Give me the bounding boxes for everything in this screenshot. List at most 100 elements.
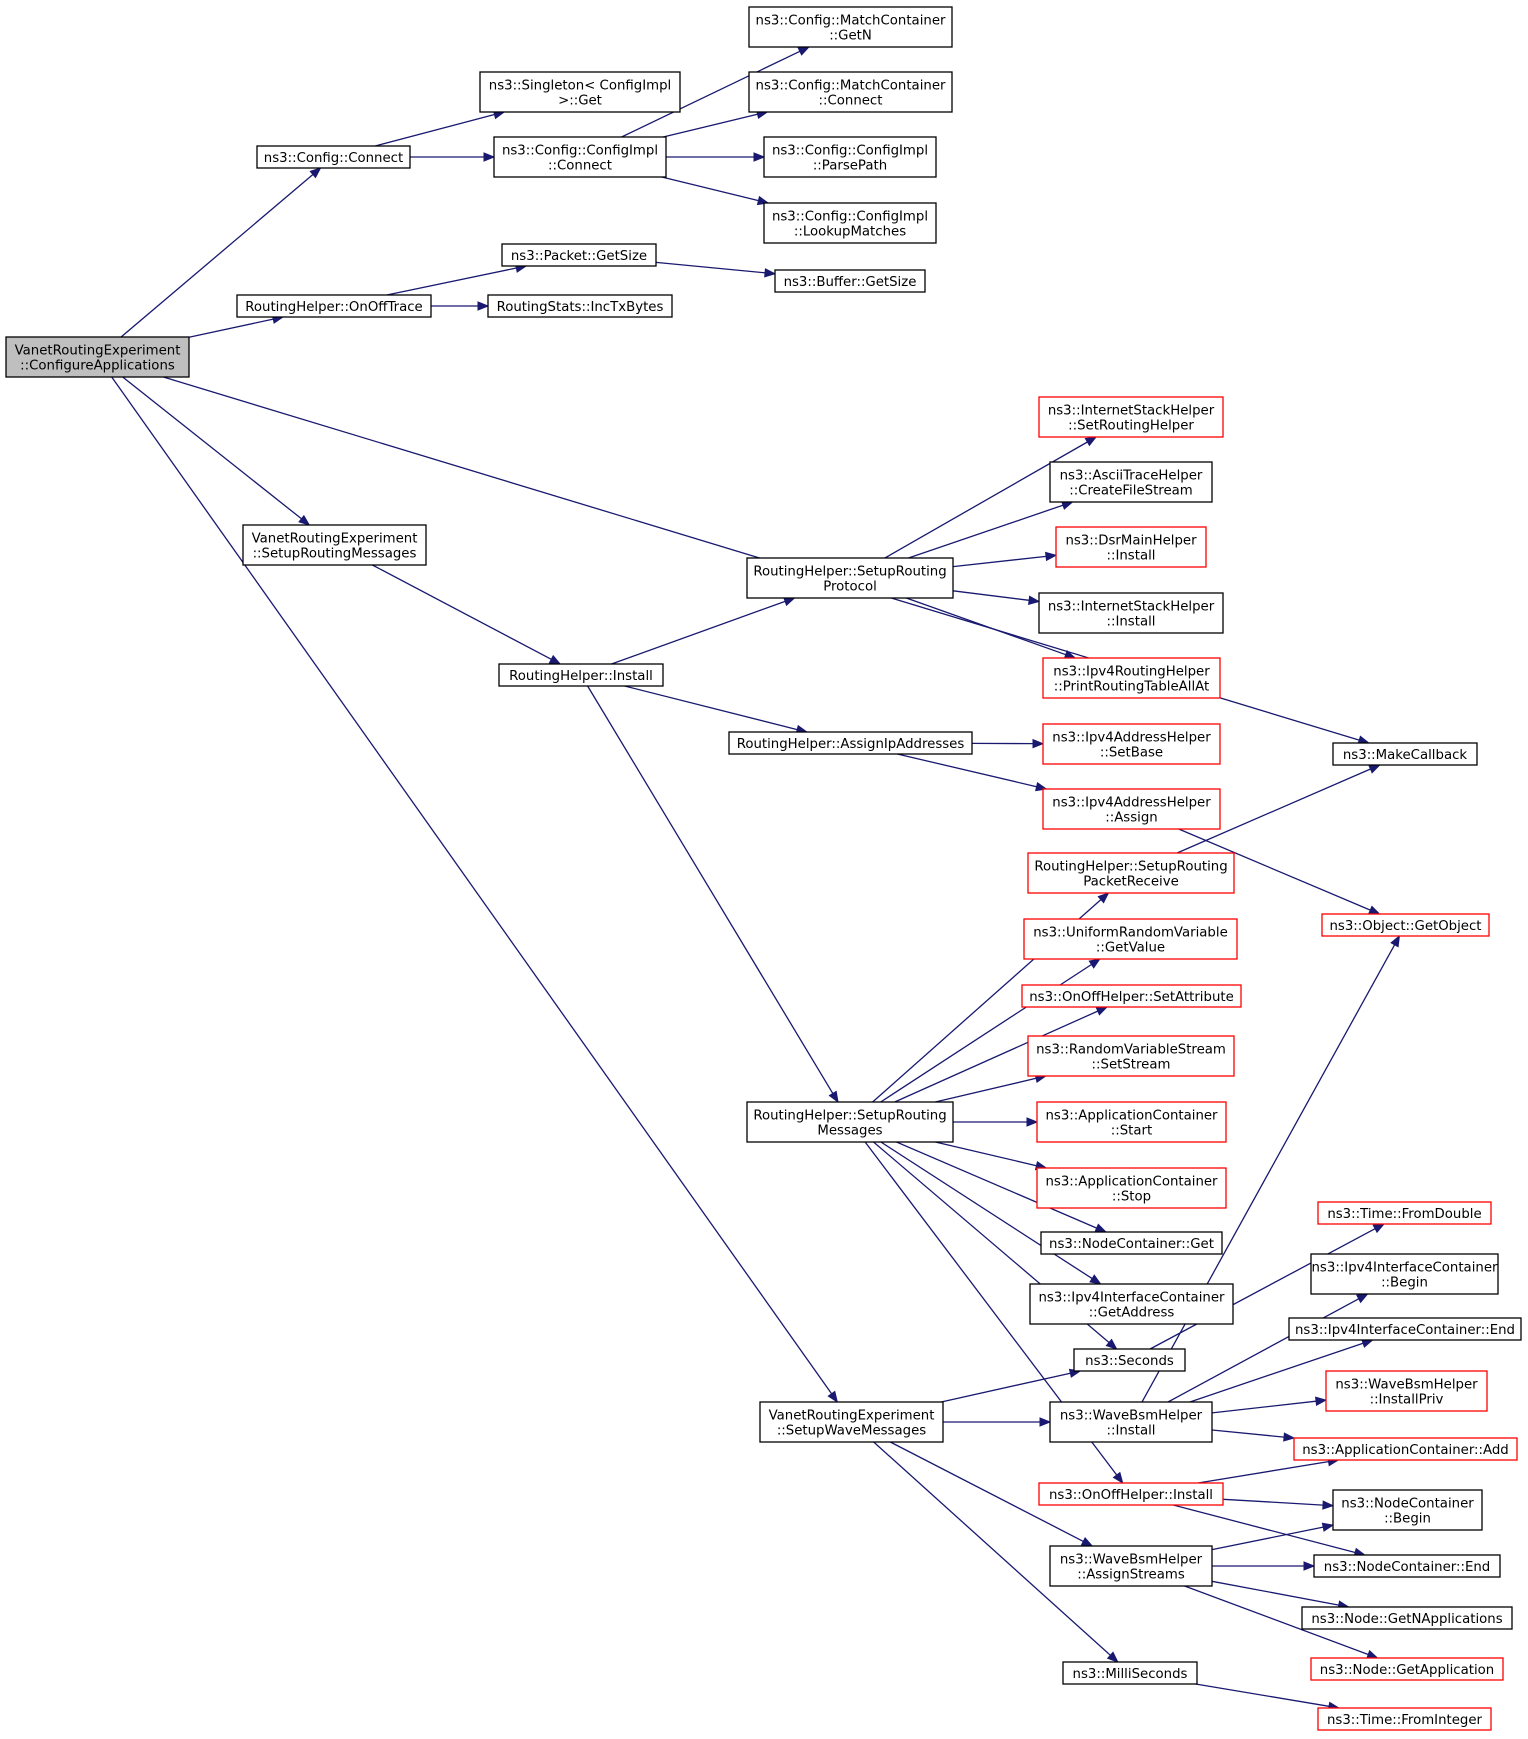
node-buffer-getsize[interactable]: ns3::Buffer::GetSize: [774, 269, 926, 293]
edge-line: [611, 600, 786, 665]
arrowhead: [1315, 1396, 1328, 1406]
node-label-line: Messages: [817, 1124, 882, 1139]
edge-setup_routing_protocol-to-dsr_install: [952, 551, 1058, 568]
node-ipv4if-getaddress[interactable]: ns3::Ipv4InterfaceContainer::GetAddress: [1029, 1283, 1234, 1325]
node-packet-getsize[interactable]: ns3::Packet::GetSize: [501, 243, 657, 267]
edge-milliseconds-to-time_frominteger: [1195, 1683, 1341, 1711]
node-routinghelper-install[interactable]: RoutingHelper::Install: [498, 663, 664, 687]
node-configimpl-connect[interactable]: ns3::Config::ConfigImpl::Connect: [493, 136, 667, 178]
arrowhead: [1283, 1432, 1296, 1442]
node-lookup-matches[interactable]: ns3::Config::ConfigImpl::LookupMatches: [763, 202, 937, 244]
arrowhead: [827, 1390, 839, 1404]
node-label-line: ns3::WaveBsmHelper: [1060, 1409, 1203, 1424]
node-label-line: ns3::ApplicationContainer::Add: [1302, 1443, 1509, 1458]
edge-line: [386, 267, 517, 296]
node-config-connect[interactable]: ns3::Config::Connect: [256, 145, 411, 169]
node-box: [748, 71, 953, 113]
edge-onofftrace-to-packet_getsize: [386, 263, 528, 296]
arrowhead: [1089, 1274, 1102, 1285]
node-nc-begin[interactable]: ns3::NodeContainer::Begin: [1332, 1489, 1483, 1531]
edge-packet_receive-to-make_callback: [1176, 764, 1381, 854]
node-singleton-get[interactable]: ns3::Singleton< ConfigImpl>::Get: [479, 71, 681, 113]
node-rvs-setstream[interactable]: ns3::RandomVariableStream::SetStream: [1027, 1035, 1235, 1077]
node-inet-install[interactable]: ns3::InternetStackHelper::Install: [1038, 592, 1224, 634]
node-app-add[interactable]: ns3::ApplicationContainer::Add: [1293, 1437, 1518, 1461]
edge-line: [894, 1010, 1099, 1103]
arrowhead: [1039, 1417, 1052, 1427]
node-set-routing-helper[interactable]: ns3::InternetStackHelper::SetRoutingHelp…: [1038, 396, 1224, 438]
edge-setup_routing_messages_rh-to-rvs_setstream: [935, 1073, 1048, 1103]
node-label-line: PacketReceive: [1083, 875, 1179, 890]
edge-assign_ip-to-addr_assign: [897, 753, 1048, 792]
node-wave-install-priv[interactable]: ns3::WaveBsmHelper::InstallPriv: [1325, 1370, 1488, 1412]
node-onoff-install[interactable]: ns3::OnOffHelper::Install: [1038, 1482, 1224, 1506]
edge-line: [375, 113, 495, 147]
node-box: [1073, 1348, 1186, 1372]
node-uniform-getvalue[interactable]: ns3::UniformRandomVariable::GetValue: [1023, 918, 1238, 960]
node-configure-applications: VanetRoutingExperiment::ConfigureApplica…: [5, 336, 190, 378]
node-onoff-setattr[interactable]: ns3::OnOffHelper::SetAttribute: [1021, 984, 1242, 1008]
edge-routinghelper_install-to-setup_routing_protocol: [611, 597, 796, 665]
node-match-connect[interactable]: ns3::Config::MatchContainer::Connect: [748, 71, 953, 113]
node-label-line: ns3::Ipv4AddressHelper: [1052, 731, 1211, 746]
arrowhead: [783, 597, 796, 607]
node-seconds[interactable]: ns3::Seconds: [1073, 1348, 1186, 1372]
node-box: [498, 663, 664, 687]
node-wave-install[interactable]: ns3::WaveBsmHelper::Install: [1049, 1401, 1213, 1443]
node-app-stop[interactable]: ns3::ApplicationContainer::Stop: [1036, 1167, 1227, 1209]
node-time-frominteger[interactable]: ns3::Time::FromInteger: [1317, 1707, 1492, 1731]
node-inc-tx-bytes[interactable]: RoutingStats::IncTxBytes: [487, 294, 673, 318]
node-label-line: ::ParsePath: [813, 159, 887, 174]
node-ipv4if-end[interactable]: ns3::Ipv4InterfaceContainer::End: [1288, 1317, 1522, 1341]
node-label-line: ::Connect: [819, 94, 883, 109]
edge-line: [1184, 1585, 1369, 1656]
node-label-line: RoutingStats::IncTxBytes: [497, 300, 664, 315]
node-ipv4if-begin[interactable]: ns3::Ipv4InterfaceContainer::Begin: [1310, 1253, 1499, 1295]
node-print-routing[interactable]: ns3::Ipv4RoutingHelper::PrintRoutingTabl…: [1042, 657, 1221, 699]
node-milliseconds[interactable]: ns3::MilliSeconds: [1062, 1661, 1198, 1685]
node-setup-routing-messages-rh[interactable]: RoutingHelper::SetupRoutingMessages: [746, 1101, 954, 1143]
node-node-getapp[interactable]: ns3::Node::GetApplication: [1310, 1657, 1504, 1681]
edge-onoff_install-to-app_add: [1197, 1457, 1340, 1484]
edge-configimpl_connect-to-lookup_matches: [661, 176, 770, 206]
node-set-base[interactable]: ns3::Ipv4AddressHelper::SetBase: [1042, 723, 1221, 765]
node-setup-routing-messages-vre[interactable]: VanetRoutingExperiment::SetupRoutingMess…: [242, 524, 427, 566]
node-setup-wave-messages[interactable]: VanetRoutingExperiment::SetupWaveMessage…: [759, 1401, 944, 1443]
node-label-line: ns3::Packet::GetSize: [511, 249, 647, 264]
arrowhead: [1028, 595, 1041, 605]
node-create-file-stream[interactable]: ns3::AsciiTraceHelper::CreateFileStream: [1049, 461, 1213, 503]
arrowhead: [1372, 1223, 1386, 1234]
node-label-line: ::LookupMatches: [794, 225, 906, 240]
node-nc-end[interactable]: ns3::NodeContainer::End: [1313, 1554, 1501, 1578]
node-match-getn[interactable]: ns3::Config::MatchContainer::GetN: [748, 6, 953, 48]
edge-onofftrace-to-inc_tx_bytes: [431, 301, 490, 311]
node-label-line: ns3::Object::GetObject: [1329, 919, 1481, 934]
edge-wave_assign_streams-to-nc_end: [1212, 1561, 1316, 1571]
node-time-fromdouble[interactable]: ns3::Time::FromDouble: [1317, 1201, 1492, 1225]
node-app-start[interactable]: ns3::ApplicationContainer::Start: [1036, 1101, 1227, 1143]
edge-line: [952, 590, 1030, 601]
node-wave-assign-streams[interactable]: ns3::WaveBsmHelper::AssignStreams: [1049, 1545, 1213, 1587]
node-parse-path[interactable]: ns3::Config::ConfigImpl::ParsePath: [763, 136, 937, 178]
edge-line: [890, 1441, 1084, 1542]
node-label-line: ns3::MakeCallback: [1343, 748, 1468, 763]
node-assign-ip[interactable]: RoutingHelper::AssignIpAddresses: [728, 731, 973, 755]
node-get-object[interactable]: ns3::Object::GetObject: [1321, 913, 1490, 937]
node-box: [1317, 1707, 1492, 1731]
node-box: [5, 336, 190, 378]
node-box: [1049, 1401, 1213, 1443]
edge-configimpl_connect-to-parse_path: [666, 152, 766, 162]
node-nodecontainer-get[interactable]: ns3::NodeContainer::Get: [1040, 1231, 1223, 1255]
node-label-line: ns3::ApplicationContainer: [1045, 1109, 1218, 1124]
node-label-line: ::AssignStreams: [1077, 1568, 1185, 1583]
node-label-line: RoutingHelper::Install: [509, 669, 653, 684]
node-node-getnapps[interactable]: ns3::Node::GetNApplications: [1301, 1606, 1513, 1630]
node-dsr-install[interactable]: ns3::DsrMainHelper::Install: [1055, 526, 1207, 568]
node-label-line: ns3::Node::GetApplication: [1320, 1663, 1494, 1678]
node-label-line: VanetRoutingExperiment: [769, 1409, 935, 1424]
node-make-callback[interactable]: ns3::MakeCallback: [1332, 742, 1478, 766]
node-addr-assign[interactable]: ns3::Ipv4AddressHelper::Assign: [1042, 788, 1221, 830]
node-onofftrace[interactable]: RoutingHelper::OnOffTrace: [236, 294, 432, 318]
